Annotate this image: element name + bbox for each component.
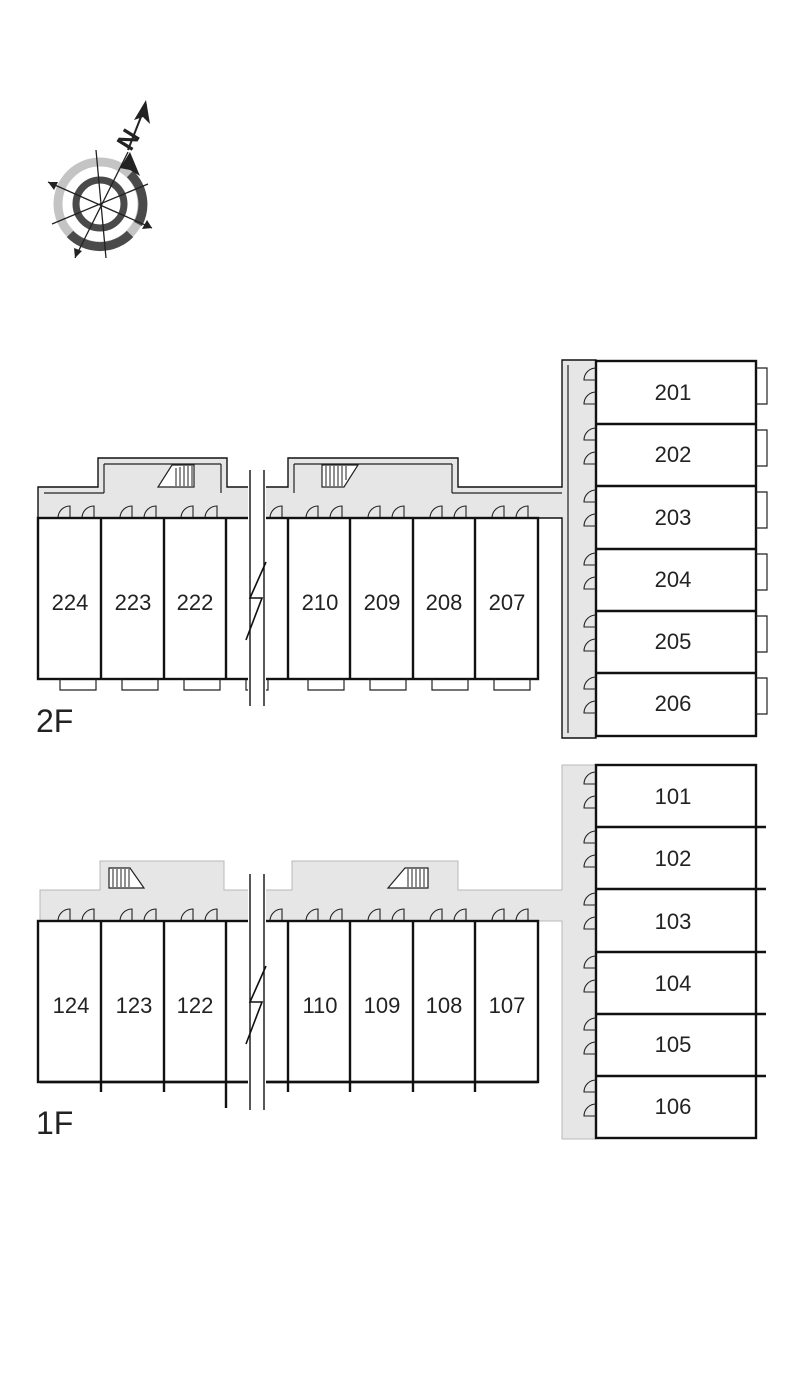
unit-201: 201 bbox=[655, 380, 692, 405]
north-label: N bbox=[110, 124, 145, 156]
unit-203: 203 bbox=[655, 505, 692, 530]
stairs-icon bbox=[321, 464, 360, 488]
unit-205: 205 bbox=[655, 629, 692, 654]
unit-105: 105 bbox=[655, 1032, 692, 1057]
unit-224: 224 bbox=[52, 590, 89, 615]
unit-223: 223 bbox=[115, 590, 152, 615]
floor-label-1f: 1F bbox=[36, 1105, 73, 1141]
unit-124: 124 bbox=[53, 993, 90, 1018]
stairs-icon bbox=[386, 867, 429, 889]
unit-109: 109 bbox=[364, 993, 401, 1018]
unit-207: 207 bbox=[489, 590, 526, 615]
floor-2f: 224 223 222 210 209 208 207 201 202 203 … bbox=[36, 359, 768, 739]
unit-103: 103 bbox=[655, 909, 692, 934]
unit-102: 102 bbox=[655, 846, 692, 871]
floor-1f: 124 123 122 110 109 108 107 101 102 103 … bbox=[36, 763, 766, 1141]
north-compass-icon: N bbox=[47, 100, 153, 259]
unit-122: 122 bbox=[177, 993, 214, 1018]
unit-106: 106 bbox=[655, 1094, 692, 1119]
unit-104: 104 bbox=[655, 971, 692, 996]
unit-208: 208 bbox=[426, 590, 463, 615]
stairs-icon bbox=[108, 867, 146, 889]
unit-206: 206 bbox=[655, 691, 692, 716]
unit-107: 107 bbox=[489, 993, 526, 1018]
unit-222: 222 bbox=[177, 590, 214, 615]
stairs-icon bbox=[156, 464, 195, 488]
unit-202: 202 bbox=[655, 442, 692, 467]
unit-101: 101 bbox=[655, 784, 692, 809]
unit-209: 209 bbox=[364, 590, 401, 615]
unit-204: 204 bbox=[655, 567, 692, 592]
unit-210: 210 bbox=[302, 590, 339, 615]
unit-123: 123 bbox=[116, 993, 153, 1018]
floor-label-2f: 2F bbox=[36, 703, 73, 739]
unit-108: 108 bbox=[426, 993, 463, 1018]
unit-110: 110 bbox=[302, 993, 337, 1018]
